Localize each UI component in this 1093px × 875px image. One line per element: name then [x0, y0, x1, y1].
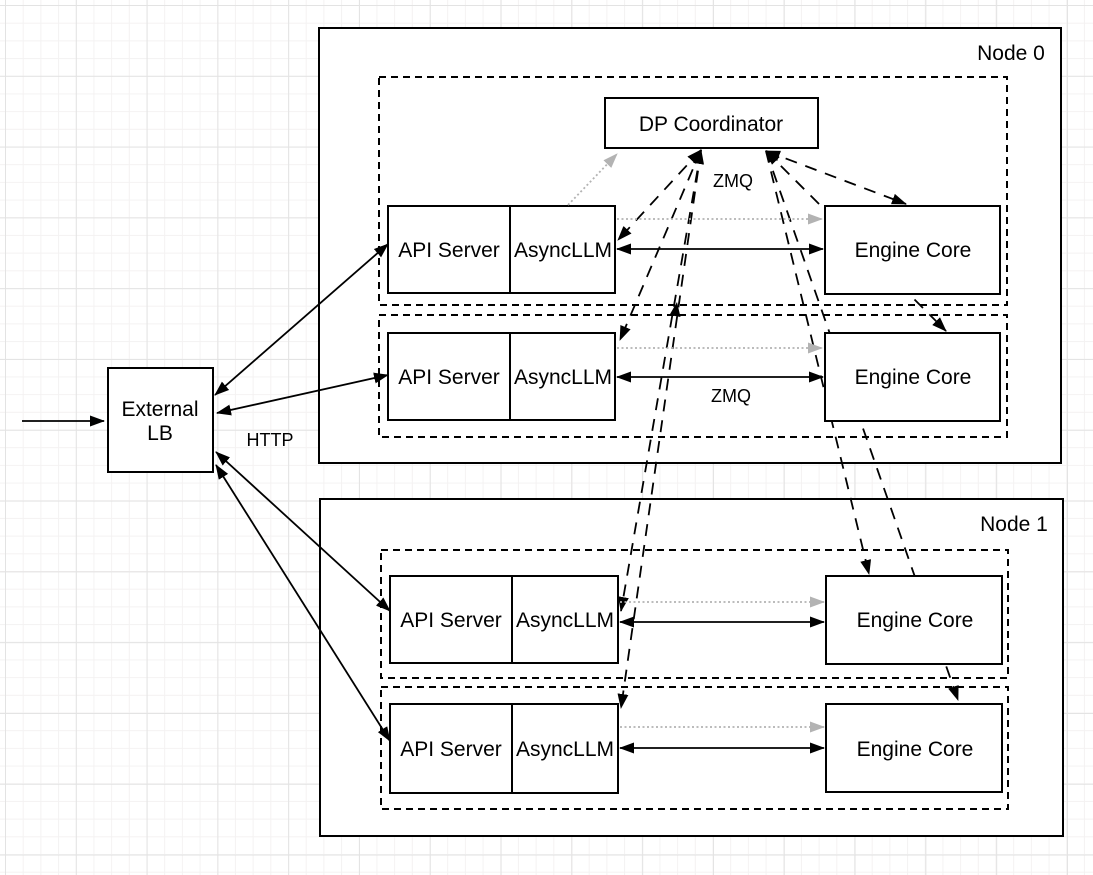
external-lb-label-line1: External	[121, 398, 198, 421]
dashed-coord-asyncllm-n1r2	[617, 149, 702, 709]
engine-core-label-n1r2: Engine Core	[857, 738, 974, 761]
node1-label: Node 1	[980, 513, 1048, 536]
zmq-label-row: ZMQ	[711, 386, 751, 406]
engine-core-box-n0r1	[824, 205, 1001, 295]
asyncllm-label-n0r2: AsyncLLM	[514, 366, 612, 389]
external-lb-box	[107, 367, 214, 473]
engine-core-label-n0r1: Engine Core	[855, 239, 972, 262]
dotted-links	[567, 153, 825, 733]
external-lb-label-line2: LB	[147, 422, 173, 445]
edge-lb-api-n1r2	[215, 464, 391, 742]
http-label: HTTP	[247, 430, 294, 450]
api-server-box-n1r1	[389, 575, 619, 664]
api-server-label-n1r1: API Server	[400, 609, 502, 632]
api-server-label-n1r2: API Server	[400, 738, 502, 761]
asyncllm-label-n1r2: AsyncLLM	[516, 738, 614, 761]
mid-arrowhead	[669, 302, 681, 317]
engine-core-label-n0r2: Engine Core	[855, 366, 972, 389]
dp-coordinator-label: DP Coordinator	[639, 113, 783, 136]
dp-coordinator-box	[604, 97, 819, 149]
api-server-box-n0r1	[387, 205, 616, 294]
engine-core-box-n1r2	[825, 703, 1003, 793]
engine-core-box-n1r1	[825, 575, 1003, 665]
asyncllm-label-n0r1: AsyncLLM	[514, 239, 612, 262]
dashed-coord-engine-n1r1	[765, 150, 872, 575]
edge-lb-api-n0r2	[216, 372, 389, 416]
engine-core-box-n0r2	[824, 332, 1001, 422]
replica-box-node1-r2	[380, 686, 1009, 810]
zmq-links	[616, 243, 825, 754]
api-server-label-n0r1: API Server	[398, 239, 500, 262]
api-server-box-n0r2	[387, 332, 616, 421]
api-server-box-n1r2	[389, 703, 619, 794]
dotted-asyncllm-coordinator	[567, 153, 618, 206]
engine-core-label-n1r1: Engine Core	[857, 609, 974, 632]
asyncllm-label-n1r1: AsyncLLM	[516, 609, 614, 632]
zmq-label-coordinator: ZMQ	[713, 171, 753, 191]
http-links	[22, 243, 391, 742]
edge-lb-api-n0r1	[214, 243, 389, 396]
node0-label: Node 0	[977, 42, 1045, 65]
api-server-label-n0r2: API Server	[398, 366, 500, 389]
